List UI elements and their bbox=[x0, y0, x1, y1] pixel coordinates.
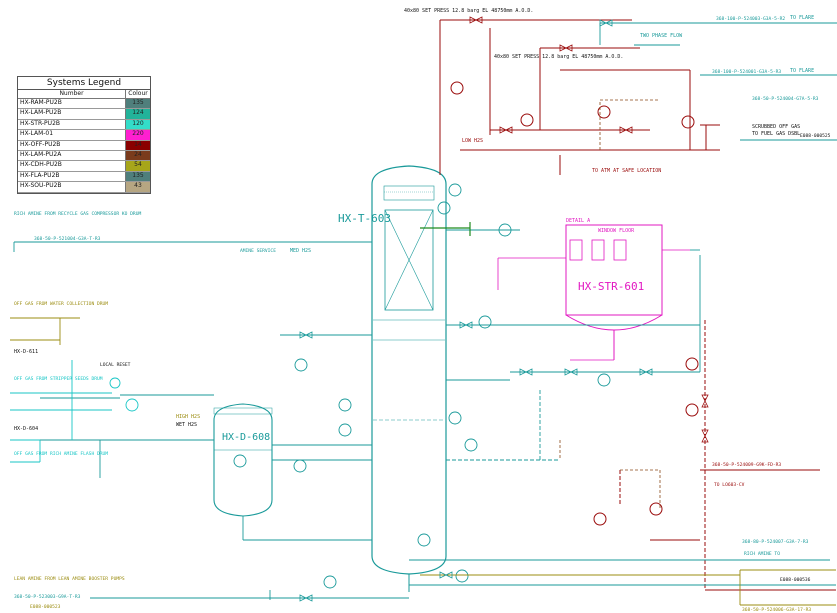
bottom-right-line-1: 368-80-P-524007-G3A-7-R3 bbox=[742, 539, 809, 545]
scrubbed-off-gas-label: SCRUBBED OFF GAS bbox=[752, 124, 800, 130]
teal-lines bbox=[13, 22, 837, 600]
lean-amine-label: LEAN AMINE FROM LEAN AMINE BOOSTER PUMPS bbox=[14, 576, 125, 582]
legend-row-name: HX-CDH-PU2B bbox=[18, 161, 126, 171]
top-right-line-2: 368-100-P-524001-G3A-5-R3 bbox=[712, 69, 781, 75]
legend-row-colour-swatch: 43 bbox=[126, 182, 150, 192]
to-lo-label: TO LO603-CV bbox=[714, 482, 745, 488]
legend-row-name: HX-RAM-PU2B bbox=[18, 99, 126, 109]
rich-amine-line-number: 368-50-P-521004-G3A-T-R3 bbox=[34, 236, 101, 242]
drum-hx-d-608 bbox=[213, 403, 273, 517]
stripper-tag: HX-STR-601 bbox=[578, 280, 644, 293]
brown-lines bbox=[559, 99, 661, 510]
legend-row-name: HX-FLA-PU2B bbox=[18, 171, 126, 182]
detail-a-label: DETAIL A bbox=[566, 218, 590, 224]
ref-label-1: E088-000525 bbox=[800, 133, 831, 139]
legend-row-colour-swatch: 24 bbox=[126, 150, 150, 161]
legend-row-name: HX-SOU-PU2B bbox=[18, 182, 126, 192]
olive-lines bbox=[10, 317, 836, 606]
legend-row-colour-swatch: 14 bbox=[126, 140, 150, 150]
set-press-label-2: 40x80 SET PRESS 12.8 barg EL 48750mm A.O… bbox=[494, 54, 623, 60]
red-valves bbox=[469, 16, 709, 443]
legend-row-colour-swatch: 124 bbox=[126, 109, 150, 119]
legend-row-colour-swatch: 120 bbox=[126, 119, 150, 130]
off-gas-water-label: OFF GAS FROM WATER COLLECTION DRUM bbox=[14, 301, 108, 307]
to-flare-label-2: TO FLARE bbox=[790, 68, 814, 74]
legend-row-colour-swatch: 135 bbox=[126, 99, 150, 109]
wet-h2s-label: WET H2S bbox=[176, 422, 197, 428]
legend-row-colour-swatch: 54 bbox=[126, 161, 150, 171]
ref-label-2: E088-000523 bbox=[30, 604, 61, 610]
valves bbox=[299, 19, 653, 602]
high-h2s-label: HIGH H2S bbox=[176, 414, 200, 420]
drum-608-tag: HX-D-608 bbox=[222, 432, 270, 443]
legend-row-colour-swatch: 135 bbox=[126, 171, 150, 182]
legend-col-colour: Colour bbox=[128, 90, 148, 97]
column-tag: HX-T-603 bbox=[338, 212, 391, 225]
set-press-label-1: 40x80 SET PRESS 12.8 barg EL 48750mm A.O… bbox=[404, 8, 533, 14]
legend-header: Number Colour bbox=[18, 90, 150, 99]
legend-row-name: HX-LAM-PU2A bbox=[18, 150, 126, 161]
legend-row-name: HX-LAM-PU2B bbox=[18, 109, 126, 119]
right-mid-line-number: 368-50-P-524009-G9K-FD-R3 bbox=[712, 462, 781, 468]
green-lines bbox=[420, 222, 471, 236]
two-phase-flow-label: TWO PHASE FLOW bbox=[640, 33, 683, 39]
legend-row-name: HX-OFF-PU2B bbox=[18, 140, 126, 150]
red-lines bbox=[439, 19, 836, 591]
to-flare-label-1: TO FLARE bbox=[790, 15, 814, 21]
drum-604-tag: HX-D-604 bbox=[14, 426, 38, 432]
low-h2s-label: LOW H2S bbox=[462, 138, 483, 144]
drum-611-tag: HX-D-611 bbox=[14, 349, 38, 355]
off-gas-stripper-label: OFF GAS FROM STRIPPER SEEDS DRUM bbox=[14, 376, 103, 382]
scrub-line-number: 368-50-P-524004-G7A-5-R3 bbox=[752, 96, 819, 102]
cyan-lines bbox=[10, 360, 139, 463]
stripper-hx-str-601 bbox=[497, 224, 690, 361]
amine-service-label: AMINE SERVICE bbox=[240, 248, 276, 254]
legend-title: Systems Legend bbox=[18, 77, 150, 90]
legend-row-name: HX-STR-PU2B bbox=[18, 119, 126, 130]
rich-amine-from-label: RICH AMINE FROM RECYCLE GAS COMPRESSOR K… bbox=[14, 211, 141, 217]
med-h2s-label: MED H2S bbox=[290, 248, 311, 254]
local-reset-label: LOCAL RESET bbox=[100, 362, 131, 368]
off-gas-rich-label: OFF GAS FROM RICH AMINE FLASH DRUM bbox=[14, 451, 108, 457]
lean-line-number: 368-50-P-523003-G9A-T-R3 bbox=[14, 594, 81, 600]
to-atm-label: TO ATM AT SAFE LOCATION bbox=[592, 168, 661, 174]
to-fuel-gas-label: TO FUEL GAS DSBL bbox=[752, 131, 800, 137]
top-right-line-1: 368-100-P-524003-G3A-5-R2 bbox=[716, 16, 785, 22]
systems-legend: Systems Legend Number Colour HX-RAM-PU2B… bbox=[17, 76, 151, 194]
column-hx-t-603 bbox=[371, 165, 447, 592]
legend-row-colour-swatch: 220 bbox=[126, 130, 150, 140]
window-floor-label: WINDOW FLOOR bbox=[598, 228, 635, 234]
legend-col-number: Number bbox=[18, 90, 126, 98]
legend-row-name: HX-LAM-01 bbox=[18, 130, 126, 140]
rich-amine-to-label: RICH AMINE TO bbox=[744, 551, 780, 557]
ref-label-3: E088-000536 bbox=[780, 577, 811, 583]
bottom-right-line-2: 368-50-P-524006-G3A-17-R3 bbox=[742, 607, 811, 613]
